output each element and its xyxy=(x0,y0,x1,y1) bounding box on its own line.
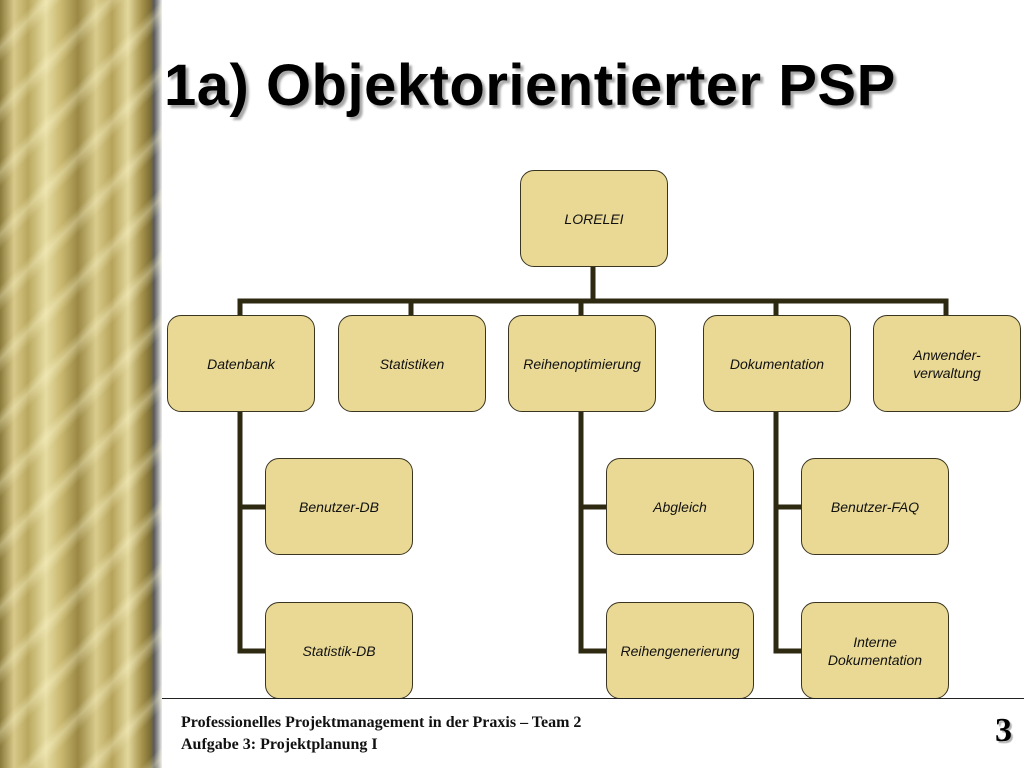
node-interne-dokumentation: Interne Dokumentation xyxy=(801,602,949,699)
node-benutzer-db: Benutzer-DB xyxy=(265,458,413,555)
decorative-side-band xyxy=(0,0,162,768)
footer-course-title: Professionelles Projektmanagement in der… xyxy=(181,714,582,731)
node-reihenoptimierung: Reihenoptimierung xyxy=(508,315,656,412)
node-anwenderverwaltung: Anwender- verwaltung xyxy=(873,315,1021,412)
node-datenbank: Datenbank xyxy=(167,315,315,412)
node-reihengenerierung: Reihengenerierung xyxy=(606,602,754,699)
node-dokumentation: Dokumentation xyxy=(703,315,851,412)
footer: Professionelles Projektmanagement in der… xyxy=(181,712,581,756)
slide-title: 1a) Objektorientierter PSP xyxy=(164,53,896,118)
page-number: 3 xyxy=(995,712,1012,749)
node-statistiken: Statistiken xyxy=(338,315,486,412)
node-benutzer-faq: Benutzer-FAQ xyxy=(801,458,949,555)
node-lorelei: LORELEI xyxy=(520,170,668,267)
footer-assignment: Aufgabe 3: Projektplanung I xyxy=(181,736,378,753)
node-abgleich: Abgleich xyxy=(606,458,754,555)
node-statistik-db: Statistik-DB xyxy=(265,602,413,699)
footer-divider xyxy=(162,698,1024,699)
